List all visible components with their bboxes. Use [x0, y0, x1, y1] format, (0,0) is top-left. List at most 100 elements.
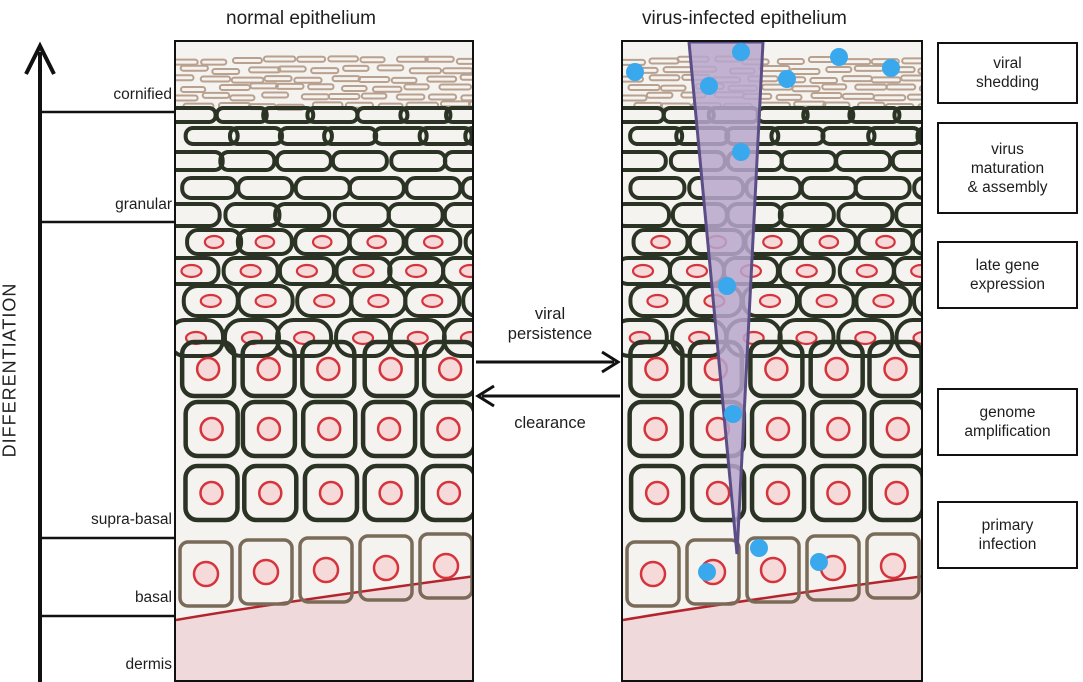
cell-nucleus [258, 418, 280, 440]
layer-label-granular: granular [42, 196, 172, 214]
normal-epithelium-panel [174, 40, 474, 682]
cell-nucleus [876, 236, 894, 248]
cell-nucleus [259, 482, 281, 504]
cell-nucleus [256, 236, 274, 248]
cell-nucleus [707, 482, 729, 504]
cell-nucleus [645, 418, 667, 440]
cell-nucleus [767, 482, 789, 504]
cell-nucleus [633, 265, 653, 277]
cell-nucleus [647, 295, 667, 307]
cell-nucleus [297, 265, 317, 277]
layer-label-dermis: dermis [42, 656, 172, 674]
cell-nucleus [406, 265, 426, 277]
cell-nucleus [881, 554, 905, 578]
cell-nucleus [200, 482, 222, 504]
cell-nucleus [796, 332, 816, 344]
cell-nucleus [857, 265, 877, 277]
cell-nucleus [767, 418, 789, 440]
clearance-label: clearance [488, 413, 612, 433]
normal-epithelium-illustration [176, 42, 474, 682]
stage-label: viral shedding [976, 54, 1039, 92]
virus-particle [882, 59, 900, 77]
cell-nucleus [201, 295, 221, 307]
stage-box-maturation-assembly: virus maturation & assembly [937, 122, 1078, 214]
cell-nucleus [437, 418, 459, 440]
cell-nucleus [368, 295, 388, 307]
cell-nucleus [256, 295, 276, 307]
cell-nucleus [765, 358, 787, 380]
cell-nucleus [194, 562, 218, 586]
virus-particle [830, 48, 848, 66]
cornified-flake [473, 67, 474, 72]
cell-nucleus [320, 482, 342, 504]
cell-nucleus [873, 295, 893, 307]
cell-nucleus [422, 295, 442, 307]
cell-nucleus [761, 558, 785, 582]
infected-epithelium-illustration [623, 42, 923, 682]
virus-particle [724, 405, 742, 423]
stage-label: genome amplification [964, 403, 1050, 441]
virus-particle [732, 143, 750, 161]
cell-nucleus [760, 295, 780, 307]
stage-label: late gene expression [970, 256, 1045, 294]
cell-nucleus [314, 295, 334, 307]
cell-nucleus [313, 236, 331, 248]
cell-nucleus [687, 265, 707, 277]
cell-nucleus [911, 265, 923, 277]
stage-label: virus maturation & assembly [967, 140, 1047, 197]
cell-nucleus [651, 236, 669, 248]
cell-nucleus [367, 236, 385, 248]
cell-nucleus [254, 560, 278, 584]
cell-nucleus [826, 358, 848, 380]
stage-box-genome-amplification: genome amplification [937, 388, 1078, 456]
virus-particle [700, 77, 718, 95]
virus-particle [732, 43, 750, 61]
cell-nucleus [181, 265, 201, 277]
cell-nucleus [763, 236, 781, 248]
cell-nucleus [827, 482, 849, 504]
virus-particle [718, 277, 736, 295]
cell-nucleus [884, 358, 906, 380]
infected-epithelium-title: virus-infected epithelium [642, 8, 847, 30]
transition-arrows [474, 340, 624, 410]
cell-nucleus [317, 358, 339, 380]
cell-nucleus [424, 236, 442, 248]
infected-epithelium-panel [621, 40, 923, 682]
cell-nucleus [439, 358, 461, 380]
virus-particle [750, 539, 768, 557]
cell-nucleus [241, 265, 261, 277]
layer-label-cornified: cornified [42, 86, 172, 104]
virus-particle [626, 63, 644, 81]
virus-particle [698, 563, 716, 581]
cell-nucleus [827, 418, 849, 440]
cell-nucleus [887, 418, 909, 440]
cell-nucleus [318, 418, 340, 440]
cell-nucleus [886, 482, 908, 504]
cell-nucleus [205, 236, 223, 248]
layer-label-basal: basal [42, 589, 172, 607]
stage-label: primary infection [979, 516, 1037, 554]
cell-nucleus [374, 556, 398, 580]
cell-nucleus [197, 358, 219, 380]
viral-persistence-label: viral persistence [488, 304, 612, 344]
cell-nucleus [380, 358, 402, 380]
stage-box-viral-shedding: viral shedding [937, 42, 1078, 104]
cell-nucleus [645, 358, 667, 380]
cell-nucleus [817, 295, 837, 307]
cell-nucleus [258, 358, 280, 380]
cell-nucleus [460, 265, 474, 277]
virus-particle [810, 553, 828, 571]
cell-nucleus [378, 418, 400, 440]
cell-nucleus [314, 558, 338, 582]
virus-particle [778, 70, 796, 88]
cell-nucleus [646, 482, 668, 504]
cell-nucleus [434, 554, 458, 578]
layer-label-supra-basal: supra-basal [42, 511, 172, 529]
differentiation-axis-label: DIFFERENTIATION [0, 283, 21, 458]
stage-box-primary-infection: primary infection [937, 501, 1078, 569]
normal-epithelium-title: normal epithelium [226, 8, 376, 30]
stage-box-late-gene-expression: late gene expression [937, 241, 1078, 309]
cell-nucleus [380, 482, 402, 504]
cell-nucleus [354, 265, 374, 277]
cell-nucleus [820, 236, 838, 248]
